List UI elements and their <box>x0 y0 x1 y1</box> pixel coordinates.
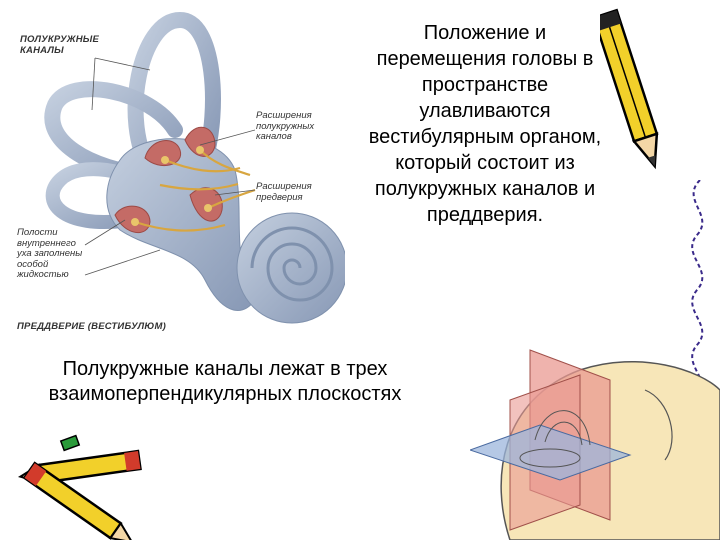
nerve-fibers <box>134 149 256 232</box>
vestibular-organ-description: Положение и перемещения головы в простра… <box>368 22 602 226</box>
label-leader-lines <box>84 57 256 276</box>
inner-ear-diagram <box>44 11 345 324</box>
ampullae <box>114 127 223 233</box>
planes-caption: Полукружные каналы лежат в трех взаимопе… <box>48 358 402 405</box>
pencil-icon <box>600 8 659 170</box>
decorative-border <box>691 180 704 540</box>
label-vestibule-expansions: Расширения предверия <box>256 181 312 203</box>
cochlea <box>236 212 345 324</box>
nerve-ganglia <box>131 146 212 226</box>
horizontal-plane <box>470 424 632 481</box>
label-semicircular-canals: ПОЛУКРУЖНЫЕ КАНАЛЫ <box>20 34 100 56</box>
label-canal-expansions: Расширения полукружных каналов <box>256 110 315 142</box>
superior-canal <box>127 11 221 178</box>
perpendicular-planes-illustration <box>470 349 720 540</box>
pencils-icon <box>17 434 142 540</box>
label-inner-ear-cavity: Полости внутреннего уха заполнены особой… <box>17 227 83 280</box>
label-vestibule: ПРЕДДВЕРИЕ (ВЕСТИБУЛЮМ) <box>17 321 166 332</box>
